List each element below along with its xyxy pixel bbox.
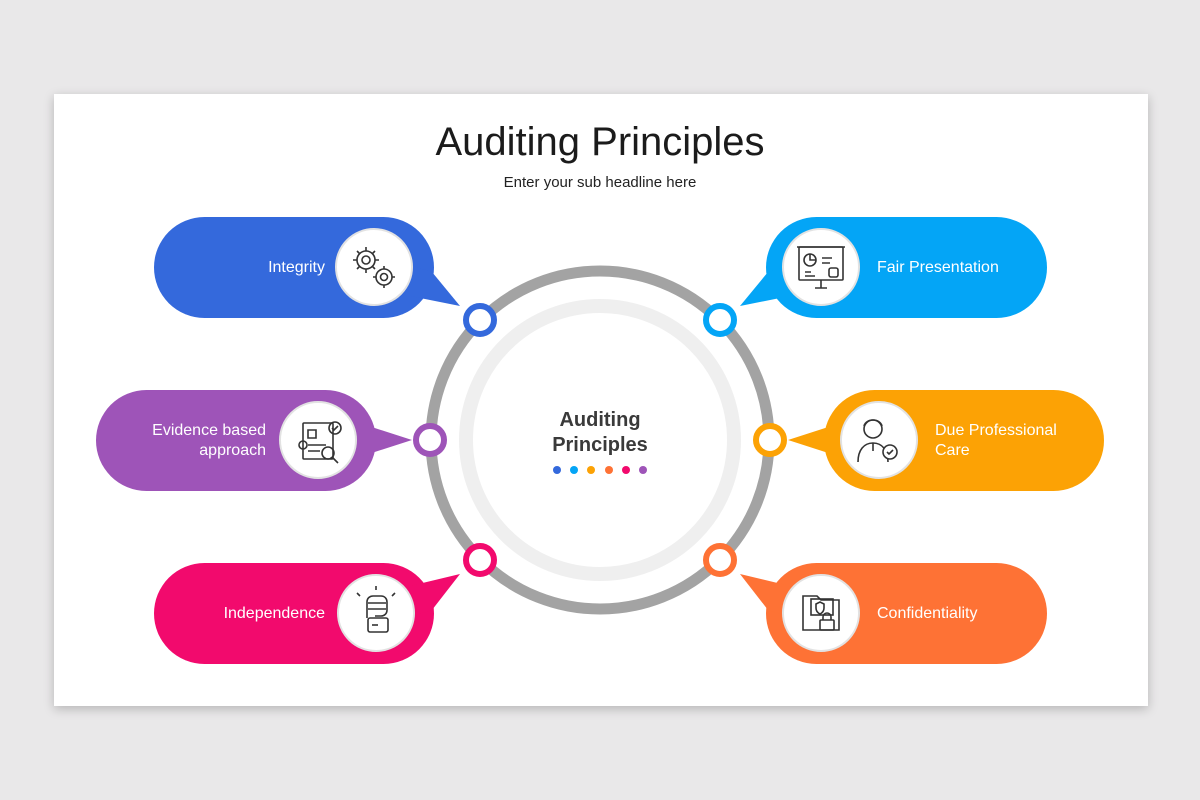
center-title: Auditing Principles <box>500 408 700 458</box>
label-fair-presentation: Fair Presentation <box>877 259 999 276</box>
inner-disc <box>459 299 741 581</box>
node-evidence <box>413 423 447 457</box>
node-fair-presentation <box>703 303 737 337</box>
professional-person-icon <box>857 419 898 463</box>
label-due-care: Due Professional Care <box>935 422 1057 459</box>
color-dots <box>553 466 647 474</box>
page-subtitle: Enter your sub headline here <box>503 174 697 191</box>
presentation-board-icon <box>797 246 845 289</box>
raised-fist-icon <box>356 586 396 633</box>
dot-blue <box>553 466 561 474</box>
node-confidentiality <box>703 543 737 577</box>
label-integrity: Integrity <box>268 259 325 276</box>
dot-amber <box>587 466 596 474</box>
gears-icon <box>353 247 395 288</box>
icon-circle-due-care <box>840 401 918 479</box>
dot-magenta <box>621 466 630 474</box>
label-evidence: Evidence based approach <box>152 422 266 459</box>
label-confidentiality: Confidentiality <box>877 605 978 622</box>
page-title: Auditing Principles <box>435 120 765 164</box>
dot-sky <box>570 466 579 474</box>
document-search-icon <box>298 421 342 464</box>
node-independence <box>463 543 497 577</box>
locked-folder-icon <box>802 595 840 631</box>
center-title-line1: Auditing <box>559 409 641 431</box>
center-title-line2: Principles <box>552 434 648 456</box>
label-independence: Independence <box>223 605 325 622</box>
dot-orange <box>604 466 613 474</box>
icon-circle-fair-presentation <box>782 228 860 306</box>
node-integrity <box>463 303 497 337</box>
dot-purple <box>638 466 647 474</box>
icon-circle-evidence <box>279 401 357 479</box>
node-due-care <box>753 423 787 457</box>
